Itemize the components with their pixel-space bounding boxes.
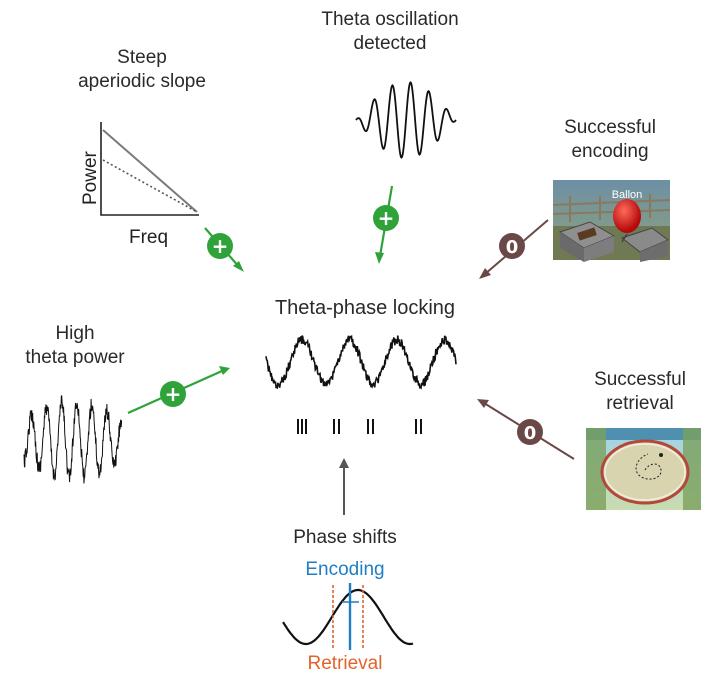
theta-phase-locking-title: Theta-phase locking <box>230 296 500 320</box>
plot-ylabel: Power <box>80 150 101 205</box>
theta-oscillation-label: Theta oscillation detected <box>300 8 480 56</box>
chest-front <box>584 236 614 262</box>
aperiodic-line-1: Steep <box>117 47 167 68</box>
path-trace <box>635 453 662 480</box>
power-line-2: theta power <box>25 347 125 368</box>
high-theta-power-label: High theta power <box>0 322 150 370</box>
badge-plus-text: + <box>378 206 395 230</box>
plot-axes <box>100 122 199 216</box>
zero-badge-encoding: 0 <box>499 233 525 259</box>
badge-zero-text: 0 <box>524 423 537 444</box>
phase-shift-plot <box>282 583 414 650</box>
plus-badge-aperiodic: + <box>207 233 233 259</box>
plus-badge-power: + <box>160 381 186 407</box>
retrieval-line-2: retrieval <box>606 393 674 414</box>
center-title-text: Theta-phase locking <box>274 297 456 319</box>
encoding-line-2: encoding <box>571 141 649 162</box>
fence <box>552 194 671 222</box>
retrieval-phase-text: Retrieval <box>307 653 383 674</box>
retrieval-phase-label: Retrieval <box>270 652 420 676</box>
retrieval-line-1: Successful <box>594 369 686 390</box>
encoding-phase-label: Encoding <box>270 558 420 582</box>
spike-raster <box>297 419 422 434</box>
theta-phase-locking-trace <box>265 334 457 390</box>
aperiodic-slope-label: Steep aperiodic slope <box>52 46 232 94</box>
zero-badge-retrieval: 0 <box>517 419 543 445</box>
badge-plus-text: + <box>165 382 182 406</box>
red-balloon <box>613 199 641 233</box>
arrow-phase-shifts <box>339 458 349 515</box>
retrieval-game-screenshot <box>586 428 701 510</box>
phase-shifts-title: Phase shifts <box>250 526 440 550</box>
aperiodic-slope-plot: Power Freq <box>80 122 199 248</box>
chest-side <box>560 232 584 262</box>
balloon-label: Ballon <box>612 189 643 201</box>
encoding-game-screenshot: Ballon <box>552 180 671 262</box>
plus-badge-theta-oscillation: + <box>373 205 399 231</box>
badge-zero-text: 0 <box>506 237 519 258</box>
theta-oscillation-wave <box>355 81 457 159</box>
aperiodic-line-2: aperiodic slope <box>78 71 206 92</box>
steep-slope-line <box>102 129 198 213</box>
badge-plus-text: + <box>212 234 229 258</box>
theta-osc-line-2: detected <box>353 33 427 54</box>
successful-encoding-label: Successful encoding <box>530 116 690 164</box>
phase-cosine-wave <box>282 588 414 646</box>
encoding-phase-text: Encoding <box>305 559 385 580</box>
power-line-1: High <box>55 323 95 344</box>
high-theta-power-trace <box>23 395 123 484</box>
phase-shifts-text: Phase shifts <box>293 527 397 548</box>
theta-osc-line-1: Theta oscillation <box>321 9 459 30</box>
arena-circle <box>600 439 690 505</box>
plot-xlabel: Freq <box>129 227 168 248</box>
flat-slope-dotted-line <box>102 159 198 213</box>
encoding-line-1: Successful <box>564 117 656 138</box>
successful-retrieval-label: Successful retrieval <box>560 368 720 416</box>
